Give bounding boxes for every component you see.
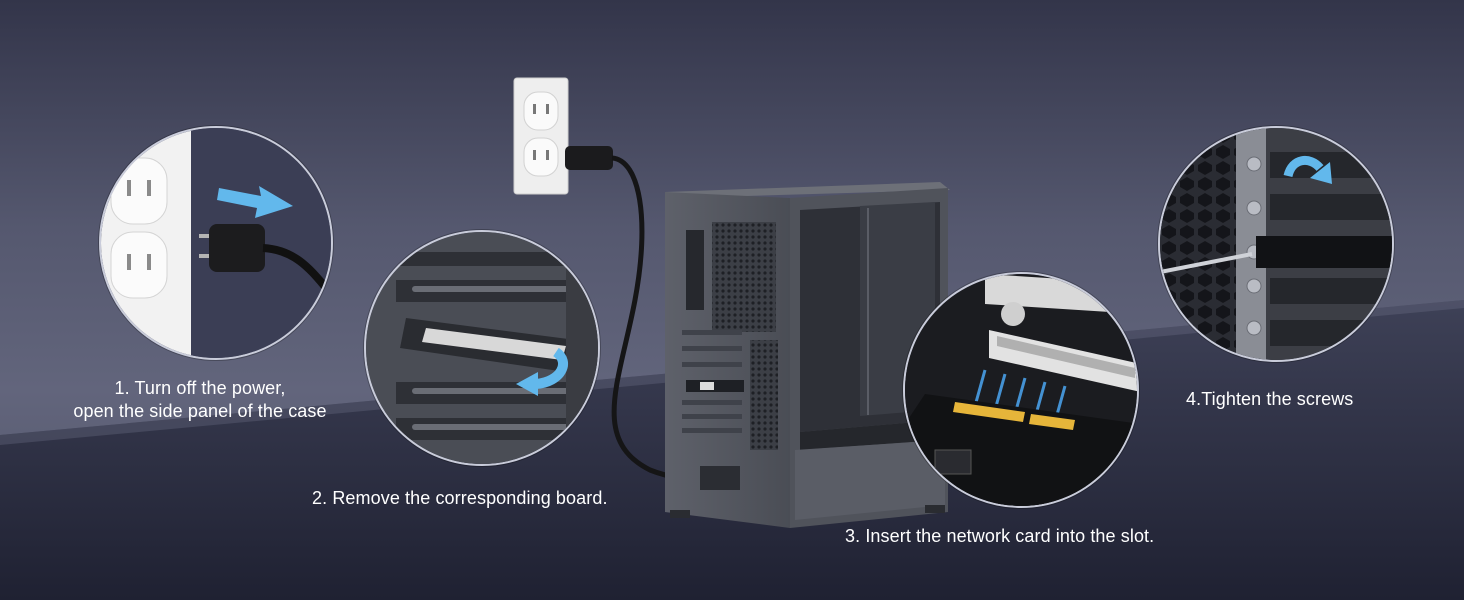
step2-caption: 2. Remove the corresponding board.: [312, 487, 608, 510]
step2-caption-line1: 2. Remove the corresponding board.: [312, 488, 608, 508]
step4-tighten-screws-illustration: [1158, 126, 1394, 362]
step2-remove-board-illustration: [364, 230, 600, 466]
step1-caption-line1: 1. Turn off the power,: [114, 378, 286, 398]
wall-outlet: [513, 77, 569, 195]
step3-caption-line1: 3. Insert the network card into the slot…: [845, 526, 1155, 546]
step1-caption: 1. Turn off the power, open the side pan…: [40, 377, 360, 423]
step4-caption-line1: 4.Tighten the screws: [1186, 389, 1354, 409]
step3-caption: 3. Insert the network card into the slot…: [845, 525, 1154, 548]
step4-caption: 4.Tighten the screws: [1186, 388, 1353, 411]
step3-insert-card-illustration: [903, 272, 1139, 508]
step1-caption-line2: open the side panel of the case: [73, 401, 327, 421]
step1-unplug-illustration: [99, 126, 333, 360]
